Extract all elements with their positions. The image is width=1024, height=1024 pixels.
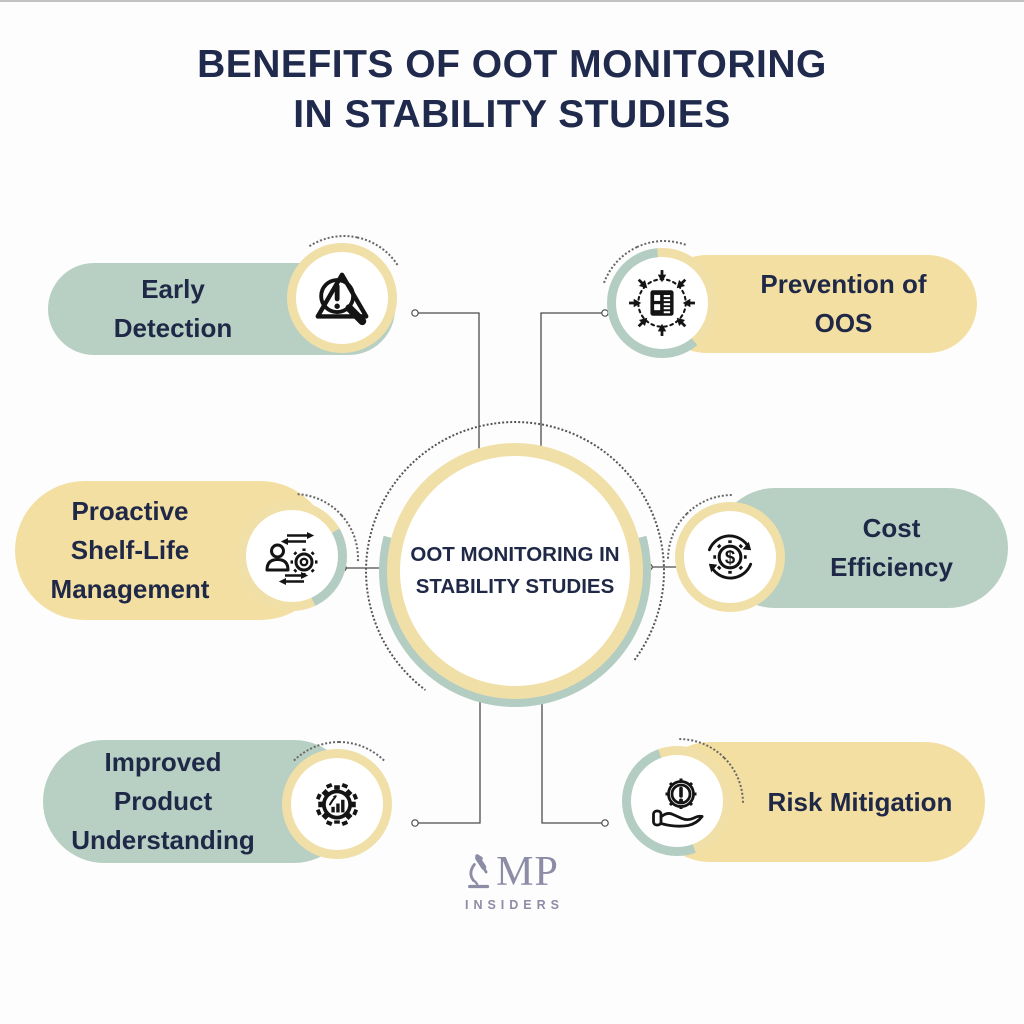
- dashed-arc: [274, 741, 404, 871]
- icon-badge-risk-mitigation: [587, 711, 771, 895]
- label-line: Management: [50, 574, 210, 604]
- center-label-line2: STABILITY STUDIES: [415, 575, 615, 598]
- label-line: Understanding: [71, 825, 255, 855]
- center-circle: OOT MONITORING IN STABILITY STUDIES: [400, 456, 630, 686]
- logo-initials: MP: [496, 849, 559, 896]
- label-line: Detection: [113, 313, 233, 343]
- benefit-label-risk-mitigation: Risk Mitigation: [735, 742, 985, 862]
- page-title: BENEFITS OF OOT MONITORING IN STABILITY …: [0, 40, 1024, 140]
- person-gear-sync-icon: [265, 531, 318, 586]
- connector-dot-bottom-left: [411, 819, 419, 827]
- top-edge-line: [0, 0, 1024, 2]
- connector-dot-bottom-right: [601, 819, 609, 827]
- label-line: Prevention of: [760, 269, 927, 299]
- page-title-line1: BENEFITS OF OOT MONITORING: [197, 43, 827, 86]
- label-line: Early: [141, 274, 205, 304]
- page-title-line2: IN STABILITY STUDIES: [293, 92, 731, 136]
- label-line: Proactive: [71, 496, 189, 526]
- benefit-label-early-detection: Early Detection: [48, 263, 298, 355]
- label-line: OOS: [814, 308, 873, 338]
- svg-text:$: $: [725, 547, 736, 568]
- magnifier-alert-icon: [315, 272, 369, 326]
- label-line: Improved: [104, 747, 222, 777]
- hand-gear-alert-icon: [652, 778, 704, 828]
- connector-top-right: [540, 312, 605, 455]
- icon-badge-early-detection: [266, 222, 422, 378]
- document-inward-arrows-icon: [629, 270, 695, 336]
- label-line: Product: [113, 786, 213, 816]
- microscope-icon: [468, 854, 490, 889]
- connector-top-left: [415, 312, 480, 455]
- label-line: Risk Mitigation: [767, 786, 953, 817]
- benefit-label-cost-efficiency: Cost Efficiency: [775, 488, 1008, 608]
- benefit-label-improved-product: Improved Product Understanding: [43, 740, 283, 863]
- label-line: Cost: [862, 513, 921, 543]
- center-label-line1: OOT MONITORING IN: [410, 543, 620, 567]
- icon-badge-proactive-shelf-life: [202, 466, 386, 650]
- connector-dot-top-left: [411, 309, 419, 317]
- icon-badge-cost-efficiency: $: [640, 467, 824, 651]
- connector-bottom-right: [541, 693, 605, 824]
- icon-badge-prevention-of-oos: [577, 218, 751, 392]
- label-line: Efficiency: [830, 552, 953, 582]
- benefit-label-proactive-shelf-life: Proactive Shelf-Life Management: [15, 481, 245, 620]
- dollar-gear-cycle-icon: $: [707, 534, 753, 580]
- logo-subtitle: INSIDERS: [464, 898, 565, 912]
- icon-badge-improved-product: [274, 741, 404, 859]
- benefit-label-prevention-of-oos: Prevention of OOS: [710, 255, 977, 353]
- label-line: Shelf-Life: [70, 535, 190, 565]
- connector-bottom-left: [415, 693, 481, 824]
- brand-logo: MP INSIDERS: [0, 849, 1024, 912]
